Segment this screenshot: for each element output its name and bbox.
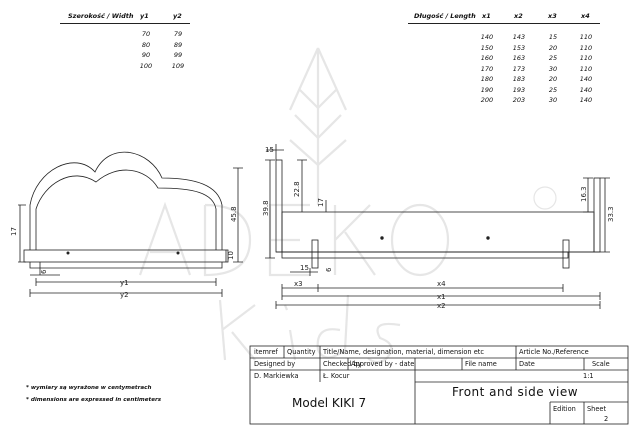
- note-polish: * wymiary są wyrażone w centymetrach: [26, 385, 152, 391]
- length-cell: 193: [512, 85, 526, 94]
- length-cell: 110: [579, 43, 593, 52]
- dim-side-x1: x1: [437, 293, 446, 301]
- tb-sheet-value: 2: [604, 415, 609, 423]
- length-cell: 153: [512, 43, 526, 52]
- length-cell: 110: [579, 33, 593, 41]
- note-english: * dimensions are expressed in centimeter…: [26, 397, 162, 403]
- dim-side-39-8: 39.8: [262, 200, 270, 216]
- dim-side-33-3: 33.3: [607, 206, 615, 222]
- length-table-x2-column: 143 153 163 173 183 193 203: [511, 32, 527, 106]
- dim-front-17: 17: [10, 227, 18, 236]
- length-cell: 183: [512, 75, 526, 83]
- length-table-header-x1: x1: [482, 12, 491, 20]
- dim-side-x2: x2: [437, 302, 446, 310]
- cloud-headboard: [29, 151, 223, 250]
- length-cell: 110: [579, 64, 593, 73]
- dim-side-15-bottom: 15: [300, 264, 309, 272]
- length-table-header-label: Długość / Length: [414, 12, 476, 20]
- dim-front-y1: y1: [120, 279, 129, 287]
- width-cell: 90: [141, 51, 151, 59]
- tb-edition: Edition: [553, 405, 576, 413]
- width-table-y2-column: 79 89 99 109: [170, 29, 186, 71]
- tb-model: Model KIKI 7: [292, 396, 367, 410]
- width-cell: 89: [173, 40, 183, 49]
- width-cell: 99: [173, 51, 183, 59]
- tb-checker: Ł. Kocur: [323, 372, 350, 380]
- width-table-header-label: Szerokość / Width: [68, 12, 134, 20]
- tb-checked-by: Checked by: [323, 360, 362, 368]
- dim-side-22-8: 22.8: [293, 181, 301, 197]
- dim-side-17: 17: [317, 198, 325, 207]
- length-cell: 140: [579, 75, 593, 83]
- width-table-header-y2: y2: [173, 12, 182, 20]
- length-cell: 20: [548, 43, 558, 52]
- width-table-y1-column: 70 80 90 100: [138, 29, 154, 71]
- dim-side-16-3: 16.3: [580, 186, 588, 202]
- front-view: [18, 151, 243, 297]
- length-cell: 25: [548, 85, 558, 94]
- length-table-header-x4: x4: [581, 12, 590, 20]
- tb-file-name: File name: [465, 360, 497, 368]
- length-cell: 15: [548, 33, 558, 41]
- dim-front-y2: y2: [120, 291, 129, 299]
- length-table-x3-column: 15 20 25 30 20 25 30: [546, 32, 560, 106]
- tb-scale-value: 1:1: [583, 372, 594, 380]
- width-table-rule: [60, 23, 190, 24]
- tb-designed-by: Designed by: [254, 360, 296, 368]
- tb-view-title: Front and side view: [452, 385, 579, 399]
- tb-itemref: itemref: [254, 348, 278, 356]
- dim-side-x4: x4: [437, 280, 446, 288]
- length-cell: 30: [548, 64, 558, 73]
- length-cell: 200: [480, 96, 494, 104]
- length-table-header-x3: x3: [548, 12, 557, 20]
- length-cell: 140: [579, 96, 593, 104]
- tb-sheet: Sheet: [587, 405, 607, 413]
- length-cell: 190: [480, 85, 494, 94]
- dim-side-x3: x3: [294, 280, 303, 288]
- tb-designer: D. Markiewka: [254, 372, 299, 380]
- length-cell: 25: [548, 54, 558, 62]
- length-table-x1-column: 140 150 160 170 180 190 200: [479, 32, 495, 106]
- tb-approved-by: Approved by - date: [351, 360, 415, 368]
- length-cell: 180: [480, 75, 494, 83]
- length-cell: 110: [579, 54, 593, 62]
- length-cell: 203: [512, 96, 526, 104]
- length-cell: 150: [480, 43, 494, 52]
- length-cell: 170: [480, 64, 494, 73]
- length-table-header-x2: x2: [514, 12, 523, 20]
- length-table-x4-column: 110 110 110 110 140 140 140: [578, 32, 594, 106]
- tb-date: Date: [519, 360, 535, 368]
- dim-front-10: 10: [227, 251, 235, 260]
- dim-side-15-top: 15: [265, 146, 274, 154]
- width-cell: 79: [173, 30, 183, 38]
- length-cell: 160: [480, 54, 494, 62]
- tb-title-desc: Title/Name, designation, material, dimen…: [323, 348, 484, 356]
- width-table-header-y1: y1: [140, 12, 149, 20]
- width-cell: 100: [139, 61, 153, 70]
- tb-scale: Scale: [592, 360, 610, 368]
- dim-front-6: 6: [40, 269, 48, 274]
- side-view: [265, 144, 610, 309]
- length-cell: 30: [548, 96, 558, 104]
- length-cell: 140: [579, 85, 593, 94]
- length-cell: 20: [548, 75, 558, 83]
- length-cell: 143: [512, 33, 526, 41]
- tb-quantity: Quantity: [287, 348, 316, 356]
- width-cell: 109: [171, 61, 185, 70]
- length-cell: 140: [480, 33, 494, 41]
- length-cell: 163: [512, 54, 526, 62]
- dim-front-45-8: 45.8: [230, 206, 238, 222]
- tb-article: Article No./Reference: [519, 348, 589, 356]
- length-cell: 173: [512, 64, 526, 73]
- length-table-rule: [408, 23, 600, 24]
- width-cell: 70: [141, 30, 151, 38]
- dim-side-6: 6: [325, 267, 333, 272]
- width-cell: 80: [141, 40, 151, 49]
